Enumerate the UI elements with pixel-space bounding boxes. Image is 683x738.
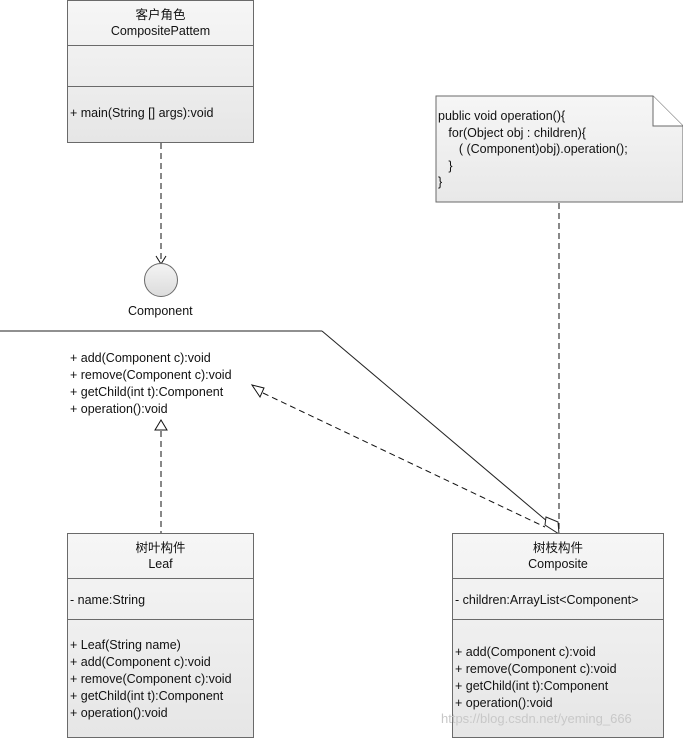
composite-operation: + add(Component c):void [455, 645, 596, 659]
client-title: CompositePattem [110, 24, 211, 38]
leaf-attributes-section: - name:String [68, 579, 253, 620]
interface-operation: + getChild(int t):Component [70, 385, 224, 399]
aggregation-diamond [544, 516, 560, 535]
interface-name: Component [128, 304, 193, 318]
leaf-operation: + operation():void [70, 706, 168, 720]
leaf-operation: + Leaf(String name) [70, 638, 181, 652]
leaf-operations-section: + Leaf(String name) + add(Component c):v… [68, 620, 253, 722]
client-title-cn: 客户角色 [135, 8, 186, 22]
composite-class-header: 树枝构件 Composite [453, 534, 663, 579]
composite-title: Composite [528, 557, 588, 571]
interface-operation: + operation():void [70, 402, 168, 416]
client-class-box: 客户角色 CompositePattem + main(String [] ar… [67, 0, 254, 143]
interface-operation: + add(Component c):void [70, 351, 211, 365]
client-operations-section: + main(String [] args):void [68, 87, 253, 122]
aggregation-line [321, 330, 549, 523]
composite-operation: + getChild(int t):Component [455, 679, 609, 693]
note-shape [435, 95, 683, 203]
interface-operation: + remove(Component c):void [70, 368, 232, 382]
composite-operation: + remove(Component c):void [455, 662, 617, 676]
leaf-class-header: 树叶构件 Leaf [68, 534, 253, 579]
client-class-header: 客户角色 CompositePattem [68, 1, 253, 46]
composite-operations-section: + add(Component c):void + remove(Compone… [453, 620, 663, 712]
leaf-title-cn: 树叶构件 [135, 541, 186, 555]
leaf-operation: + add(Component c):void [70, 655, 211, 669]
leaf-title: Leaf [148, 557, 173, 571]
composite-realization-line [262, 392, 546, 528]
composite-realization-triangle [250, 384, 265, 399]
interface-lollipop-circle [144, 263, 178, 297]
composite-attribute: - children:ArrayList<Component> [455, 593, 639, 607]
leaf-attribute: - name:String [70, 593, 146, 607]
composite-class-box: 树枝构件 Composite - children:ArrayList<Comp… [452, 533, 664, 738]
watermark-text: https://blog.csdn.net/yeming_666 [441, 711, 632, 726]
note-code: public void operation(){ for(Object obj … [438, 109, 628, 189]
leaf-operation: + remove(Component c):void [70, 672, 232, 686]
note-fold [652, 96, 683, 127]
client-operation: + main(String [] args):void [70, 106, 214, 120]
composite-attributes-section: - children:ArrayList<Component> [453, 579, 663, 620]
leaf-class-box: 树叶构件 Leaf - name:String + Leaf(String na… [67, 533, 254, 738]
leaf-operation: + getChild(int t):Component [70, 689, 224, 703]
client-attributes-section [68, 46, 253, 87]
leaf-realization-triangle [154, 419, 168, 431]
composite-operation: + operation():void [455, 696, 553, 710]
composite-title-cn: 树枝构件 [532, 541, 583, 555]
interface-operations: + add(Component c):void + remove(Compone… [70, 350, 232, 418]
